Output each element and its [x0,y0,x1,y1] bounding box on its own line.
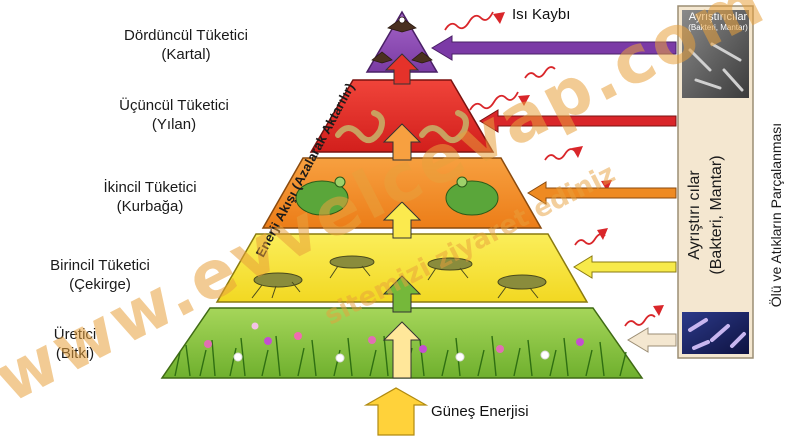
decomposers-subtitle: (Bakteri, Mantar) [688,23,748,32]
label-quaternary-consumer: Dördüncül Tüketici (Kartal) [96,26,276,64]
level-name: Üçüncül Tüketici [119,97,229,114]
heat-loss-label: Isı Kaybı [512,6,571,23]
label-primary-consumer: Birincil Tüketici (Çekirge) [10,256,190,294]
frog-icons [295,176,499,216]
decomposers-image-caption: Ayrıştırıcılar (Bakteri, Mantar) [683,11,753,32]
level-organism: (Bitki) [55,345,95,362]
heat-loss-arrows [444,11,656,327]
level-organism: (Kartal) [161,46,211,63]
return-arrows [431,35,677,353]
level-organism: (Kurbağa) [116,198,184,215]
snake-icons [335,110,469,144]
bacteria-icons-top [688,42,744,92]
heat-loss-arrowheads [493,12,664,316]
flower-icons [204,322,584,363]
decomposers-title: Ayrıştırıcılar [688,11,748,23]
waste-decomposition-label: Ölü ve Atıkların Parçalanması [768,122,784,308]
level-band-primary [215,233,589,303]
decomposers-label-line2: (Bakteri, Mantar) [708,155,725,275]
level-name: Birincil Tüketici [50,257,150,274]
sun-energy-arrow [363,387,429,436]
bacteria-icons-bottom [688,318,746,350]
decomposers-label-line1: Ayrıştırı cılar [686,170,703,260]
level-name: Üretici [53,326,97,343]
eagle-icons [371,16,433,64]
label-tertiary-consumer: Üçüncül Tüketici (Yılan) [84,96,264,134]
level-organism: (Çekirge) [69,276,131,293]
label-secondary-consumer: İkincil Tüketici (Kurbağa) [60,178,240,216]
sun-energy-label: Güneş Enerjisi [431,403,529,420]
label-producer: Üretici (Bitki) [0,325,150,363]
energy-up-arrows [382,53,422,379]
grass-illustration [174,335,627,377]
level-organism: (Yılan) [151,116,197,133]
decomposers-vertical-label: Ayrıştırı cılar (Bakteri, Mantar) [684,155,728,274]
grasshopper-icons [251,255,547,299]
level-name: Dördüncül Tüketici [124,27,248,44]
level-name: İkincil Tüketici [103,179,197,196]
